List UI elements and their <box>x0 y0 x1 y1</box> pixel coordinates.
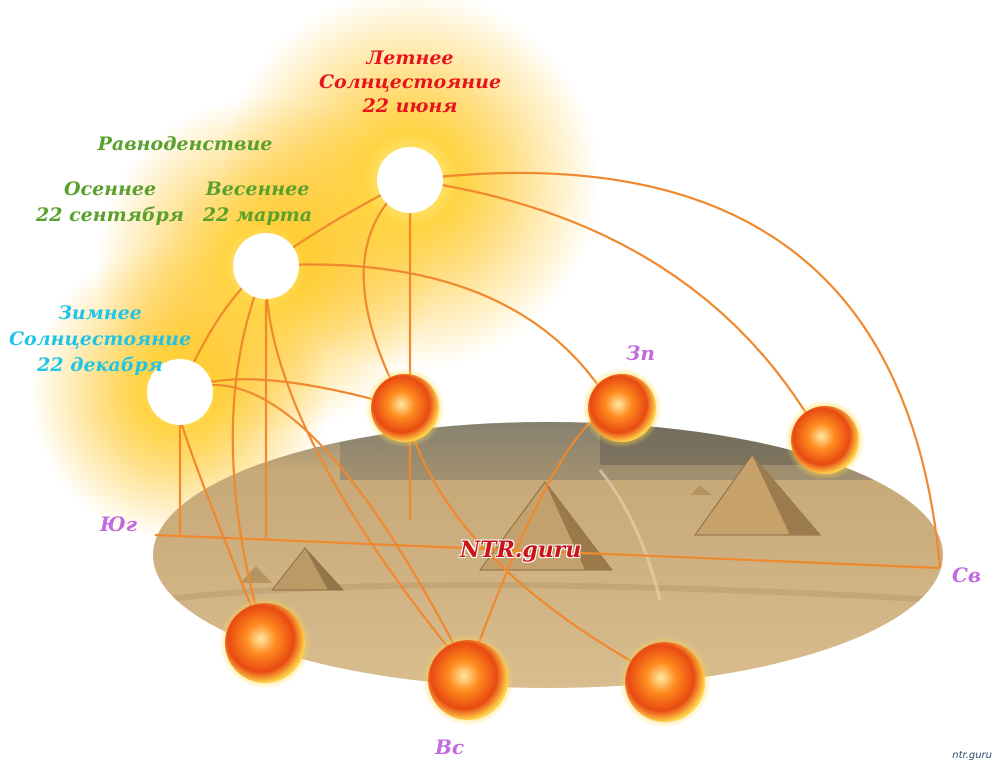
label-winter-line2: Солнцестояние <box>8 328 192 350</box>
sun-path-arcs <box>154 171 942 681</box>
label-equinox-title: Равноденствие <box>97 133 273 155</box>
sun-rise-winter <box>219 597 311 689</box>
direction-north: Св <box>952 563 982 587</box>
sun-noon-equinox <box>233 233 299 299</box>
sun-noon-summer <box>377 147 443 213</box>
label-winter-line1: Зимнее <box>58 302 142 324</box>
label-autumn-equinox: Осеннее 22 сентября <box>25 176 195 228</box>
label-summer-line1: Летнее <box>366 47 454 69</box>
label-spring-line1: Весеннее <box>205 178 310 200</box>
sun-set-equinox <box>582 368 662 448</box>
label-autumn-line1: Осеннее <box>63 178 157 200</box>
sun-noon-winter <box>147 359 213 425</box>
label-winter-solstice: Зимнее Солнцестояние 22 декабря <box>0 300 200 378</box>
sun-rise-summer <box>619 636 711 728</box>
label-equinox: Равноденствие <box>80 133 290 155</box>
label-spring-equinox: Весеннее 22 марта <box>190 176 325 228</box>
label-spring-line2: 22 марта <box>202 204 313 226</box>
direction-east: Вс <box>435 735 465 759</box>
direction-west: Зп <box>626 341 655 365</box>
sun-set-summer <box>785 400 865 480</box>
label-winter-line3: 22 декабря <box>37 354 163 376</box>
direction-south: Юг <box>100 512 137 536</box>
sun-rise-equinox <box>422 634 514 726</box>
horizon-suns <box>219 368 865 728</box>
noon-suns <box>147 147 443 425</box>
label-summer-solstice: Летнее Солнцестояние 22 июня <box>300 46 520 118</box>
sun-set-winter <box>365 368 445 448</box>
label-summer-line3: 22 июня <box>362 95 458 117</box>
label-autumn-line2: 22 сентября <box>36 204 184 226</box>
label-summer-line2: Солнцестояние <box>318 71 502 93</box>
credit-text: ntr.guru <box>952 750 992 761</box>
watermark-text: NTR.guru <box>460 537 582 563</box>
